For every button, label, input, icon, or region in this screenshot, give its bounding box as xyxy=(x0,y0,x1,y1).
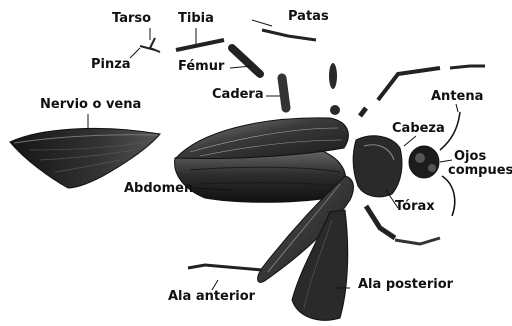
label-pinza: Pinza xyxy=(91,58,131,72)
label-tibia: Tibia xyxy=(178,12,214,26)
label-compuestos: compues xyxy=(448,164,512,178)
head-shape xyxy=(409,146,439,178)
label-patas: Patas xyxy=(288,10,329,24)
thorax-shape xyxy=(353,136,402,197)
label-tarso: Tarso xyxy=(112,12,151,26)
label-ojos: Ojos xyxy=(454,150,486,164)
antenna-2 xyxy=(442,176,455,216)
label-antena: Antena xyxy=(431,90,483,104)
label-torax: Tórax xyxy=(395,200,435,214)
label-cadera: Cadera xyxy=(212,88,264,102)
label-abdomen: Abdomen xyxy=(124,182,193,196)
label-nervio-o-vena: Nervio o vena xyxy=(40,98,141,112)
label-ala-anterior: Ala anterior xyxy=(168,290,255,304)
detached-wing xyxy=(10,128,160,188)
label-femur: Fémur xyxy=(178,60,224,74)
label-ala-posterior: Ala posterior xyxy=(358,278,453,292)
label-cabeza: Cabeza xyxy=(392,122,445,136)
lower-leg xyxy=(188,265,262,270)
